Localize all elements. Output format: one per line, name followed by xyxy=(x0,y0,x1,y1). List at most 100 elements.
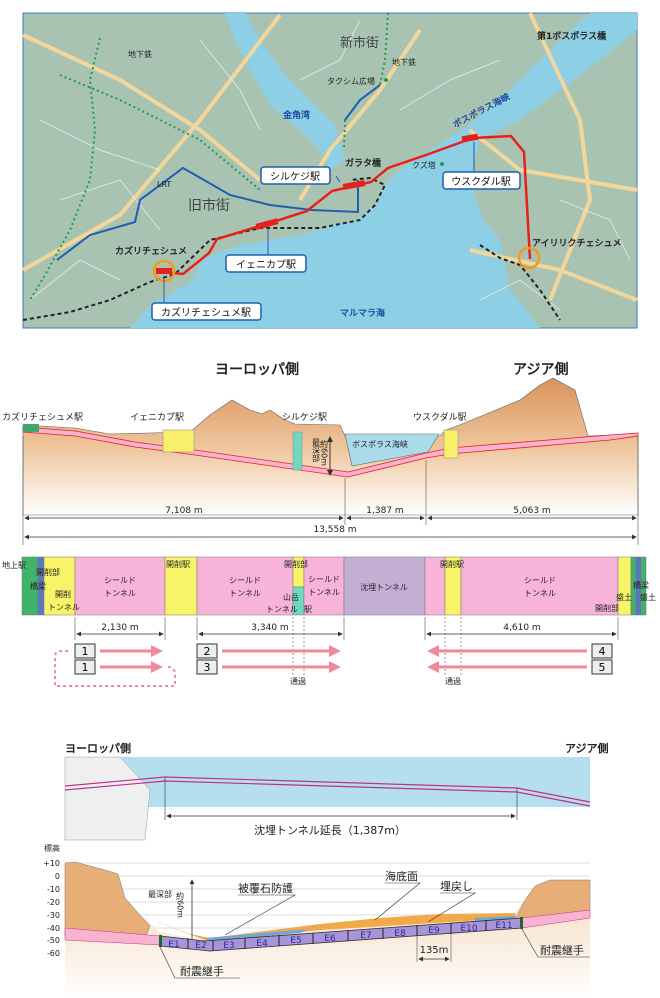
left-bank xyxy=(64,861,151,937)
seismic-joint-left xyxy=(159,935,162,947)
seg-bridge-right: 橋梁 xyxy=(633,580,649,590)
armor-label: 被覆石防護 xyxy=(238,881,293,895)
profile-europe-label: ヨーロッパ側 xyxy=(215,361,299,378)
seg-embank-2: 盛土 xyxy=(640,592,656,602)
tbm-badge: 4 xyxy=(599,645,606,658)
seg-cut-tunnel-b: トンネル xyxy=(48,603,80,612)
section-depth-label: 約60m xyxy=(176,891,185,918)
seg-cut-part-mid: 開削部 xyxy=(284,559,308,569)
kazlicesme-station-block xyxy=(23,424,39,432)
label-galata: ガラタ橋 xyxy=(345,157,382,169)
section-deepest-label: 最深部 xyxy=(148,889,172,899)
pass-label: 通過 xyxy=(290,676,306,686)
label-bridge1: 第1ボスポラス橋 xyxy=(537,30,607,42)
seg-shield4-b: トンネル xyxy=(524,589,556,598)
seg-cut-station-2: 開削駅 xyxy=(440,559,464,569)
label-subway-n: 地下鉄 xyxy=(392,57,416,67)
taksim-dot xyxy=(384,78,388,82)
dim-total: 13,558 m xyxy=(313,525,356,535)
profile-station-sirkeci: シルケジ駅 xyxy=(282,412,327,423)
seg-cut-station-1: 開削駅 xyxy=(166,559,190,569)
tbm-badge: 3 xyxy=(204,661,211,674)
tbm-arrows xyxy=(54,645,587,687)
station-box-kazlicesme[interactable]: カズリチェシュメ駅 xyxy=(151,302,262,321)
tbm-badge: 2 xyxy=(204,645,211,658)
seg-shield1-a: シールド xyxy=(104,576,136,585)
segment-bars xyxy=(21,556,647,616)
element-label: E5 xyxy=(290,936,301,946)
plan-view-city xyxy=(64,756,151,841)
seg-shield1-b: トンネル xyxy=(104,589,136,598)
backfill-label: 埋戻し xyxy=(440,880,473,893)
label-old-city: 旧市街 xyxy=(188,197,230,214)
station-sirkeci-label: シルケジ駅 xyxy=(270,171,320,183)
label-kiz-tower: クズ塔 xyxy=(412,160,436,170)
kiz-tower-dot xyxy=(440,162,444,166)
callout-lines xyxy=(163,142,475,302)
dim-europe: 7,108 m xyxy=(165,506,202,516)
tbm-badges: 1 1 2 3 4 5 xyxy=(74,643,613,675)
profile-station-yenikapi: イェニカプ駅 xyxy=(130,412,184,423)
tbm-badge: 1 xyxy=(82,645,89,658)
element-label: E2 xyxy=(195,941,206,951)
strait-water xyxy=(344,433,440,467)
y-tick: 0 xyxy=(55,872,60,881)
seabed-label: 海底面 xyxy=(385,869,418,883)
elevation-ticks: +10 0 -10 -20 -30 -40 -50 -60 xyxy=(43,859,60,958)
joint-left-label: 耐震継手 xyxy=(180,964,224,978)
element-label: E9 xyxy=(428,926,440,936)
profile-strait-label: ボスポラス海峡 xyxy=(352,439,408,449)
element-label: E7 xyxy=(360,931,371,941)
seg-immersed: 沈埋トンネル xyxy=(360,582,408,592)
seg-cut-part-left: 開削部 xyxy=(36,567,60,577)
station-markers xyxy=(156,133,479,274)
dim-asia: 5,063 m xyxy=(513,506,550,516)
dim-shield-2: 3,340 m xyxy=(251,623,288,633)
joint-left-leader xyxy=(159,946,240,979)
yenikapi-station-block xyxy=(162,429,195,453)
seismic-joint-right xyxy=(520,917,523,929)
station-box-uskudar[interactable]: ウスクダル駅 xyxy=(442,171,521,190)
element-label: E1 xyxy=(168,940,179,950)
y-tick: -20 xyxy=(47,898,60,907)
immersed-asia-label: アジア側 xyxy=(565,741,609,755)
station-uskudar-label: ウスクダル駅 xyxy=(451,175,511,188)
profile-depth-label: 約60m xyxy=(320,439,329,466)
dimension-lines xyxy=(24,515,637,540)
station-box-yenikapi[interactable]: イェニカプ駅 xyxy=(225,254,307,273)
y-tick: -40 xyxy=(47,924,60,933)
seg-shield2-a: シールド xyxy=(229,576,261,585)
dim-strait: 1,387 m xyxy=(366,506,403,516)
backfill-layer xyxy=(146,913,517,942)
elevation-axis-title: 標高 xyxy=(44,843,60,853)
label-new-city: 新市街 xyxy=(340,35,379,51)
station-kazlicesme-label: カズリチェシュメ駅 xyxy=(161,306,251,319)
streets xyxy=(29,19,631,311)
seg-station-mid: 駅 xyxy=(304,605,312,614)
y-tick: -50 xyxy=(47,936,60,945)
ayrilik-portal-marker xyxy=(517,246,541,270)
y-tick: -30 xyxy=(47,911,60,920)
water xyxy=(130,13,637,328)
joint-right-label: 耐震継手 xyxy=(540,943,584,957)
sirkeci-station-block xyxy=(292,431,303,471)
construction-dim-ext xyxy=(74,617,619,640)
element-label: E4 xyxy=(256,939,268,949)
element-length-label: 135m xyxy=(420,945,449,956)
seabed-leader xyxy=(374,882,421,921)
seg-shield3-b: トンネル xyxy=(308,588,340,597)
backfill-leader xyxy=(427,892,477,923)
seg-bridge-left: 橋梁 xyxy=(30,581,46,591)
dimension-ext-lines xyxy=(22,436,639,545)
profile-deepest-label: 最深部 xyxy=(312,438,321,463)
seg-ground-station: 地上駅 xyxy=(2,560,26,570)
dim-shield-4: 4,610 m xyxy=(503,623,540,633)
element-label: E6 xyxy=(324,934,336,944)
section-ground xyxy=(65,862,590,998)
station-box-sirkeci[interactable]: シルケジ駅 xyxy=(260,166,331,185)
label-subway-nw: 地下鉄 xyxy=(128,49,152,59)
route-map: 地下鉄 新市街 地下鉄 タクシム広場 第1ボスポラス橋 ボスポラス海峡 金角湾 … xyxy=(22,12,638,329)
element-joints xyxy=(187,920,487,951)
element-label: E8 xyxy=(394,929,406,939)
